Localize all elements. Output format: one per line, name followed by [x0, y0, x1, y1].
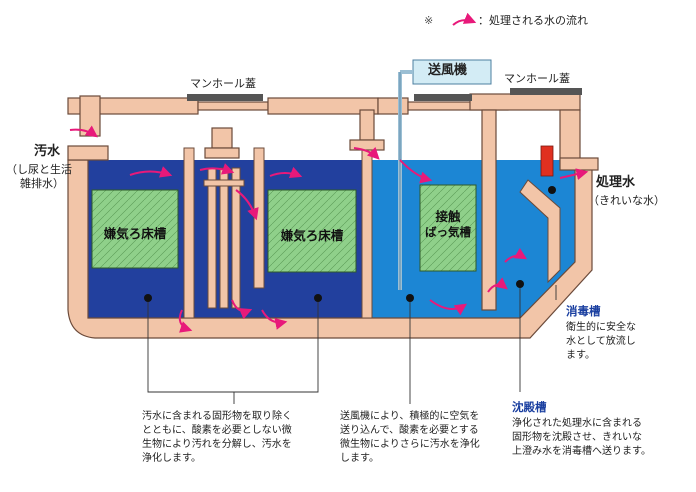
- disinfection-line-1: 衛生的に安全な: [566, 322, 636, 333]
- inlet-sub-1: （し尿と生活: [6, 163, 72, 176]
- sedimentation-line-2: 固形物を沈殿させ、きれいな: [512, 432, 642, 443]
- sedimentation-title: 沈殿槽: [512, 400, 547, 414]
- media-block-1: [91, 189, 179, 269]
- manhole-cover-left: [187, 94, 263, 101]
- tank-anaerobic-1-label: 嫌気ろ床槽: [103, 226, 167, 241]
- inlet-sub-2: 雑排水）: [20, 177, 64, 190]
- anaerobic-desc-line-4: 浄化します。: [142, 453, 201, 464]
- blower-label: 送風機: [428, 63, 468, 78]
- disinfection-line-3: ます。: [566, 350, 595, 361]
- disinfection-line-2: 水として放流し: [566, 336, 636, 347]
- aeration-desc-line-2: 送り込んで、酸素を必要とする: [340, 425, 479, 436]
- tank-anaerobic-2-label: 嫌気ろ床槽: [280, 228, 344, 243]
- anaerobic-desc-line-1: 汚水に含まれる固形物を取り除く: [142, 411, 292, 422]
- tank-contact-label-2: ばっ気槽: [425, 225, 471, 239]
- media-block-2: [267, 189, 357, 273]
- sedimentation-line-3: 上澄み水を消毒槽へ送ります。: [512, 446, 651, 457]
- diffuser-points: [144, 280, 524, 302]
- inlet-title: 汚水: [34, 144, 61, 159]
- manhole-label-right: マンホール蓋: [504, 72, 570, 85]
- outlet-sub: （きれいな水）: [588, 194, 665, 207]
- filter-media: [91, 184, 477, 273]
- sedimentation-line-1: 浄化された処理水に含まれる: [512, 418, 642, 429]
- aeration-desc-line-1: 送風機により、積極的に空気を: [340, 411, 480, 422]
- anaerobic-desc-line-3: 生物により汚れを分解し、汚水を: [142, 439, 292, 450]
- aeration-desc-line-3: 微生物によりさらに汚水を浄化: [340, 439, 480, 450]
- manhole-covers: [187, 88, 582, 101]
- legend-mark: ※: [424, 14, 434, 27]
- blower-box: [412, 59, 492, 85]
- media-block-3: [419, 184, 477, 272]
- legend-text: ：処理される水の流れ: [478, 14, 588, 27]
- outlet-title: 処理水: [596, 175, 636, 190]
- tank-contact-label-1: 接触: [435, 209, 461, 224]
- chlorine-holder: [540, 145, 556, 194]
- disinfection-title: 消毒槽: [566, 304, 601, 318]
- blower-unit: [398, 59, 492, 290]
- manhole-cover-right-b: [510, 88, 582, 95]
- leader-lines: [147, 285, 557, 404]
- anaerobic-desc-line-2: とともに、酸素を必要としない微: [142, 425, 292, 436]
- aeration-desc-line-4: します。: [340, 453, 379, 464]
- baffles: [183, 147, 561, 319]
- legend-arrow: [452, 12, 477, 26]
- manhole-cover-right-a: [414, 94, 472, 101]
- flow-arrows: [69, 125, 589, 333]
- manhole-label-left: マンホール蓋: [190, 77, 256, 90]
